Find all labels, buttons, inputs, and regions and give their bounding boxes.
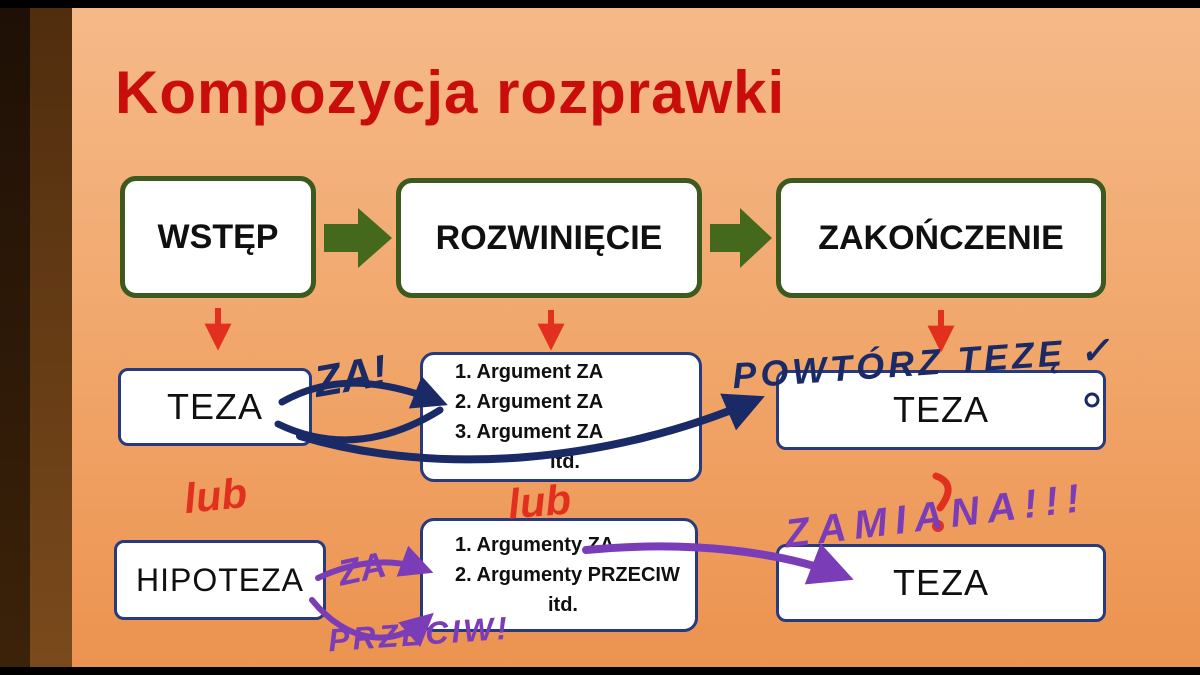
flow-box-zakonczenie: ZAKOŃCZENIE <box>776 178 1106 298</box>
arguments-za-box: 1. Argument ZA 2. Argument ZA 3. Argumen… <box>420 352 702 482</box>
handwriting-przeciw: PRZECIW! <box>326 609 512 659</box>
teza-right-bottom-label: TEZA <box>892 562 989 603</box>
page-title: Kompozycja rozprawki <box>115 59 786 126</box>
teza-left-box: TEZA <box>118 368 312 446</box>
teza-right-bottom-box: TEZA <box>776 544 1106 622</box>
handwriting-lub-left: lub <box>181 468 250 523</box>
slide-background: Kompozycja rozprawki WSTĘP ROZWINIĘCIE Z… <box>0 8 1200 667</box>
hipoteza-box: HIPOTEZA <box>114 540 326 620</box>
flow-box-rozwiniecie-label: ROZWINIĘCIE <box>435 218 663 257</box>
left-dark-edge <box>0 8 30 667</box>
flow-box-rozwiniecie: ROZWINIĘCIE <box>396 178 702 298</box>
argument-etc: itd. <box>548 594 578 616</box>
handwriting-za-top: ZA! <box>310 346 391 408</box>
argument-item: 1. Argumenty ZA <box>455 534 615 556</box>
flow-box-wstep: WSTĘP <box>120 176 316 298</box>
handwriting-lub-middle: lub <box>506 475 573 528</box>
argument-item: 1. Argument ZA <box>455 361 604 383</box>
handwriting-za-bottom: ZA <box>334 543 390 594</box>
teza-right-top-box: TEZA <box>776 370 1106 450</box>
argument-etc: itd. <box>550 451 580 473</box>
teza-right-top-label: TEZA <box>892 389 989 430</box>
argument-item: 2. Argument ZA <box>455 391 604 413</box>
left-brown-stripe <box>30 8 72 667</box>
flow-box-zakonczenie-label: ZAKOŃCZENIE <box>818 218 1064 257</box>
flow-box-wstep-label: WSTĘP <box>157 217 279 256</box>
hipoteza-label: HIPOTEZA <box>135 561 304 598</box>
teza-left-label: TEZA <box>166 386 263 427</box>
argument-item: 2. Argumenty PRZECIW <box>455 564 680 586</box>
argument-item: 3. Argument ZA <box>455 421 604 443</box>
